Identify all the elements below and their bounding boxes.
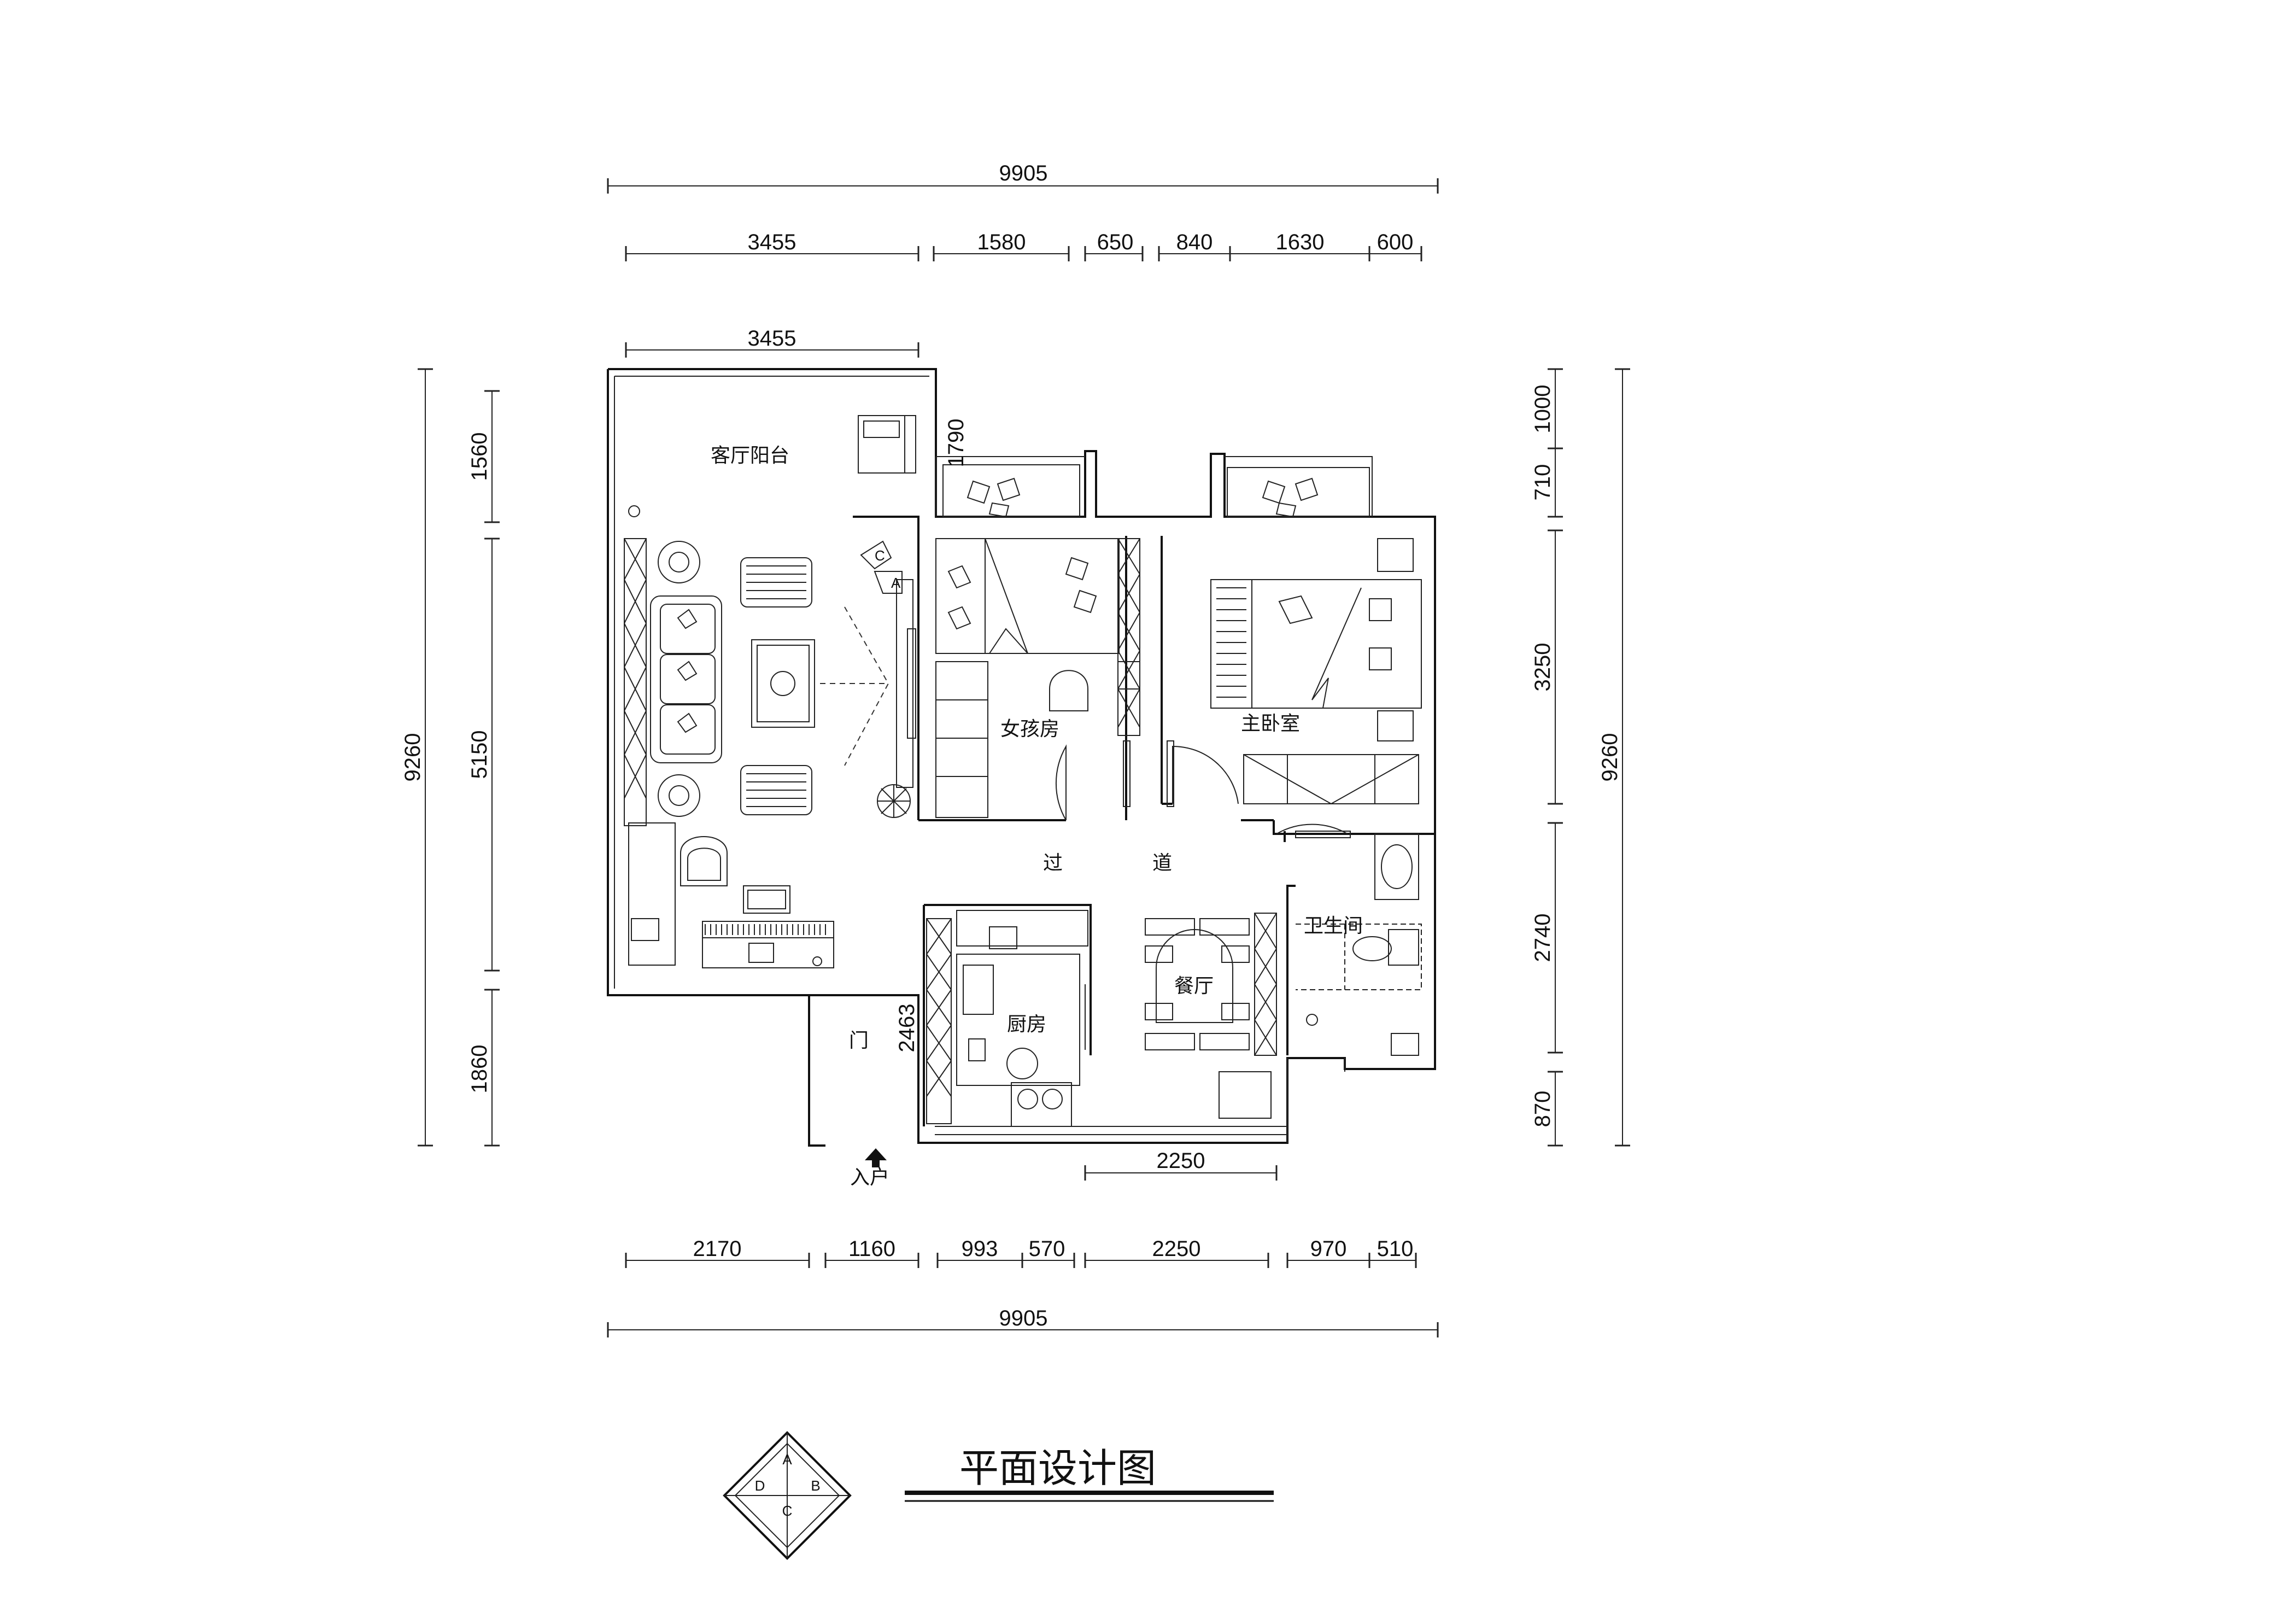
dim-bottom-seg-1: 1160 [848, 1237, 895, 1261]
dim-bottom-seg-2: 993 [962, 1237, 998, 1261]
dimension-top-total: 9905 [607, 161, 1439, 194]
dim-bottom-seg-0: 2170 [693, 1237, 742, 1261]
shoe-cabinet [628, 822, 676, 966]
room-label-bathroom: 卫生间 [1304, 915, 1363, 937]
dim-left-total-label: 9260 [401, 733, 425, 782]
master-door [1167, 740, 1239, 807]
sofa-cabinet-left [624, 538, 647, 826]
dim-right-seg-4: 870 [1531, 1091, 1555, 1128]
rug [743, 885, 790, 914]
dimension-bottom-segments: 2170 1160 993 570 2250 970 510 [625, 1237, 1417, 1268]
room-label-dining: 餐厅 [1174, 975, 1214, 997]
dim-top-seg-5: 600 [1377, 230, 1414, 254]
room-label-master-bedroom: 主卧室 [1241, 712, 1300, 735]
dim-bottom-total-label: 9905 [999, 1306, 1048, 1330]
dim-top-seg-2: 650 [1097, 230, 1134, 254]
dim-top-total-label: 9905 [999, 161, 1048, 185]
ottoman-top [740, 557, 812, 607]
dimension-bottom-total: 9905 [607, 1306, 1439, 1337]
room-label-kitchen: 厨房 [1007, 1013, 1046, 1036]
dining-set [1145, 918, 1250, 1050]
room-label-entrance: 入户 [850, 1166, 889, 1189]
tv-label-a: A [891, 575, 901, 591]
master-balcony-pillows [1227, 467, 1370, 518]
dim-top-seg-1: 1580 [977, 230, 1026, 254]
armchair [680, 836, 728, 886]
dimension-right-total: 9260 [1598, 368, 1630, 1147]
girl-room-chair [1049, 661, 1140, 711]
compass-label-a: A [782, 1451, 792, 1468]
dimension-balcony: 3455 [625, 326, 919, 358]
dim-right-seg-2: 3250 [1531, 643, 1555, 692]
kitchen-counter [926, 910, 1088, 1124]
room-label-living-balcony: 客厅阳台 [711, 445, 789, 467]
kitchen-sink [1006, 1048, 1072, 1127]
dimension-left-total: 9260 [401, 368, 433, 1147]
compass-symbol: A B C D [723, 1431, 852, 1560]
bathroom-fixtures [1296, 833, 1422, 1056]
floor-drain [628, 505, 640, 517]
ottoman-bottom [740, 765, 812, 815]
girl-room-door [1055, 740, 1131, 821]
dimension-right-segments: 1000 710 3250 2740 870 [1531, 368, 1563, 1147]
balcony-washer [858, 415, 916, 474]
dim-right-seg-0: 1000 [1531, 385, 1555, 434]
dining-cabinet [1219, 913, 1277, 1119]
dim-balcony-label: 3455 [748, 326, 796, 350]
dim-dining-inner-label: 2250 [1157, 1149, 1205, 1173]
master-wardrobe [1243, 754, 1419, 805]
room-label-door: 门 [849, 1030, 869, 1052]
dim-bottom-seg-6: 510 [1377, 1237, 1414, 1261]
dim-top-seg-0: 3455 [748, 230, 796, 254]
girl-room-wardrobe [935, 538, 1140, 818]
dim-top-seg-4: 1630 [1276, 230, 1325, 254]
girl-room-bed [935, 538, 1120, 654]
entrance-arrow-icon [865, 1148, 887, 1167]
dimension-left-segments: 1560 5150 1860 [467, 390, 500, 1147]
dim-bottom-seg-3: 570 [1029, 1237, 1065, 1261]
compass-label-d: D [755, 1477, 765, 1494]
plant [877, 784, 911, 818]
room-label-girl-room: 女孩房 [1000, 718, 1059, 740]
compass-label-b: B [811, 1477, 820, 1494]
dim-right-seg-1: 710 [1531, 464, 1555, 501]
tv-label-c: C [875, 547, 885, 564]
dim-balcony-gap: 1790 [944, 419, 968, 468]
compass-label-c: C [782, 1503, 793, 1519]
piano-desk [702, 921, 834, 968]
tv-sightline [820, 606, 889, 766]
dim-right-total-label: 9260 [1598, 733, 1622, 782]
dim-bottom-seg-4: 2250 [1152, 1237, 1201, 1261]
master-bed [1210, 538, 1422, 741]
drawing-title: 平面设计图 [959, 1445, 1156, 1491]
dim-right-seg-3: 2740 [1531, 914, 1555, 962]
kitchen-door-slider [1079, 979, 1086, 1050]
dim-kitchen-door: 2463 [895, 1004, 919, 1053]
dim-top-seg-3: 840 [1176, 230, 1213, 254]
dim-bottom-seg-5: 970 [1310, 1237, 1347, 1261]
dimension-dining-inner: 2250 [1084, 1149, 1278, 1181]
room-label-corridor-2: 道 [1152, 852, 1172, 874]
dim-left-seg-0: 1560 [467, 433, 491, 481]
dim-left-seg-1: 5150 [467, 731, 491, 779]
dimension-top-segments: 3455 1580 650 840 1630 600 [625, 230, 1422, 261]
room-label-corridor-1: 过 [1043, 852, 1063, 874]
tv-cabinet: C A [860, 540, 916, 788]
dim-left-seg-2: 1860 [467, 1045, 491, 1094]
sofa [650, 541, 722, 817]
interior-walls [853, 516, 1435, 1126]
girl-room-balcony-pillows [942, 464, 1080, 518]
bathroom-door [1276, 823, 1351, 838]
coffee-table [751, 639, 815, 728]
